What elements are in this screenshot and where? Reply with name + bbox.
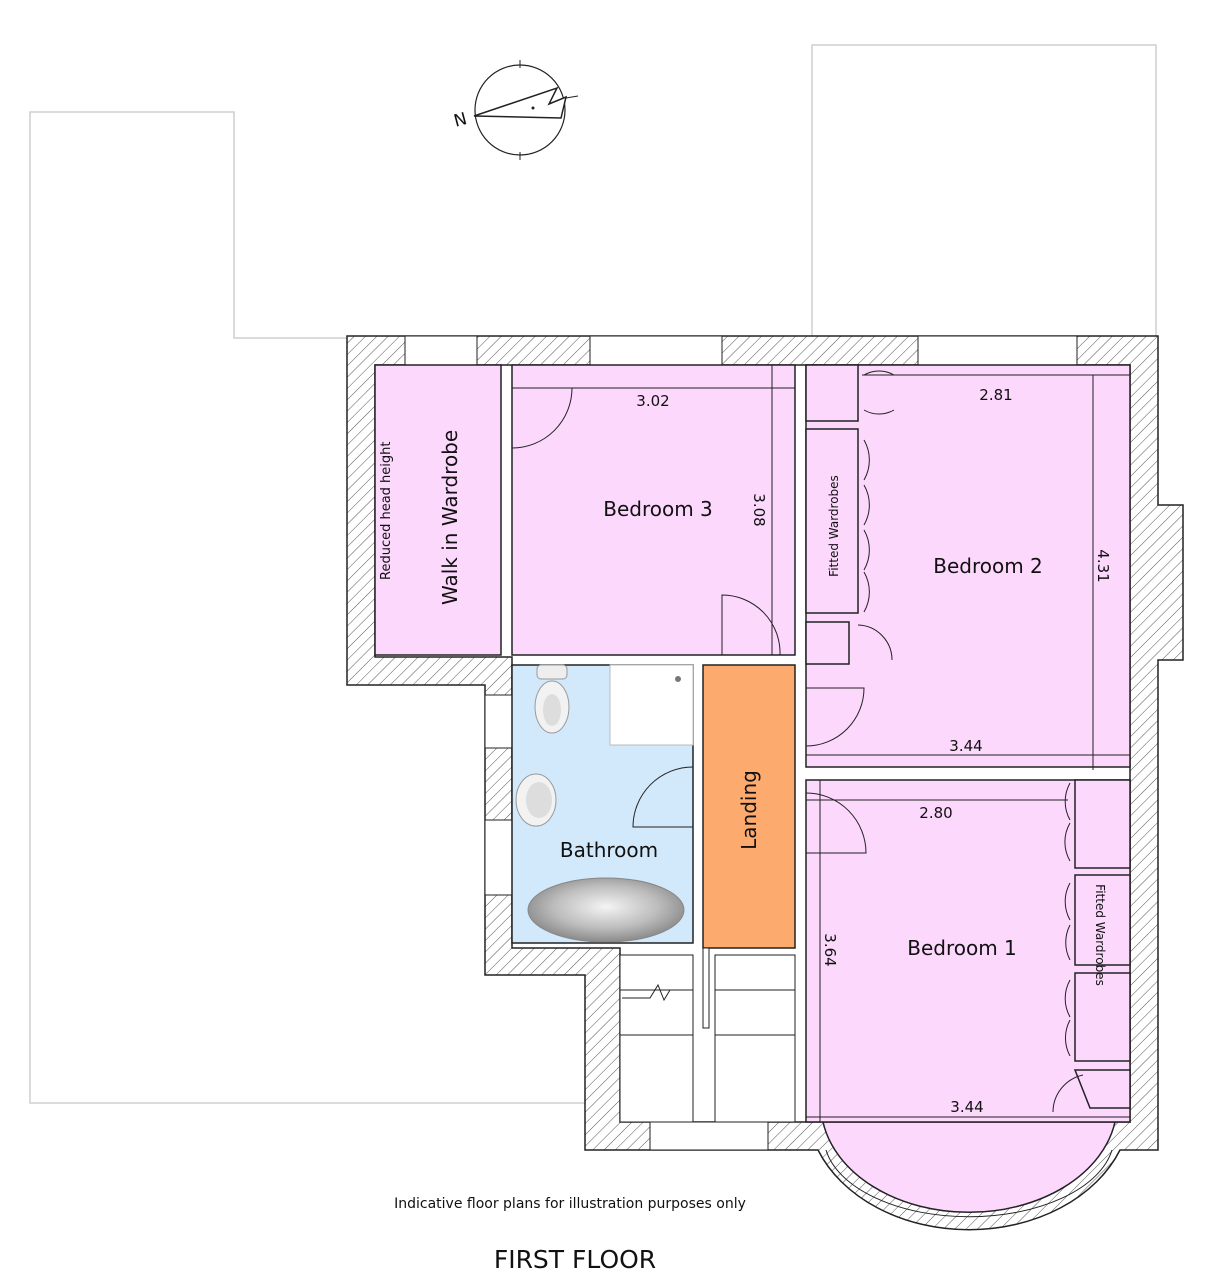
- compass-icon: N: [452, 60, 579, 160]
- bedroom-2-width-top: 2.81: [979, 386, 1012, 404]
- room-bedroom-3: [511, 364, 796, 656]
- walk-in-note: Reduced head height: [379, 442, 394, 581]
- neighbour-outline-right: [811, 44, 1157, 336]
- bedroom-1-width-top: 2.80: [919, 804, 952, 822]
- bathroom-label: Bathroom: [560, 838, 658, 862]
- bay-window: [822, 1121, 1116, 1214]
- disclaimer: Indicative floor plans for illustration …: [394, 1196, 746, 1212]
- bedroom-2-depth: 4.31: [1094, 549, 1112, 582]
- bedroom-2-width-bottom: 3.44: [949, 737, 982, 755]
- room-walk-in-wardrobe: [374, 364, 502, 656]
- shower-tray: [609, 664, 694, 746]
- bedroom-1-wardrobes: Fitted Wardrobes: [1093, 884, 1107, 986]
- room-landing: [702, 664, 796, 949]
- floor-title: FIRST FLOOR: [494, 1245, 656, 1274]
- bedroom-1-label: Bedroom 1: [907, 936, 1017, 960]
- toilet-icon: [534, 664, 570, 734]
- sink-icon: [515, 773, 557, 827]
- wardrobe-doors: [805, 370, 895, 747]
- walk-in-label: Walk in Wardrobe: [438, 430, 462, 605]
- stairs: [619, 947, 796, 1123]
- bedroom-1-width-bottom: 3.44: [950, 1098, 983, 1116]
- door-swing: [511, 387, 573, 449]
- bedroom-2-wardrobes: Fitted Wardrobes: [827, 475, 841, 577]
- bedroom-1-depth: 3.64: [821, 933, 839, 966]
- room-bedroom-2: [805, 364, 1131, 768]
- neighbour-outline-left: [29, 111, 585, 1104]
- door-swing: [632, 766, 694, 828]
- bedroom-3-depth: 3.08: [750, 493, 768, 526]
- door-swing: [721, 594, 781, 656]
- bedroom-3-label: Bedroom 3: [603, 497, 713, 521]
- compass-north-label: N: [452, 109, 469, 132]
- bedroom-3-width: 3.02: [636, 392, 669, 410]
- bath-icon: [527, 877, 685, 943]
- bedroom-2-label: Bedroom 2: [933, 554, 1043, 578]
- wardrobe-doors: [805, 782, 1084, 1113]
- landing-label: Landing: [737, 770, 761, 850]
